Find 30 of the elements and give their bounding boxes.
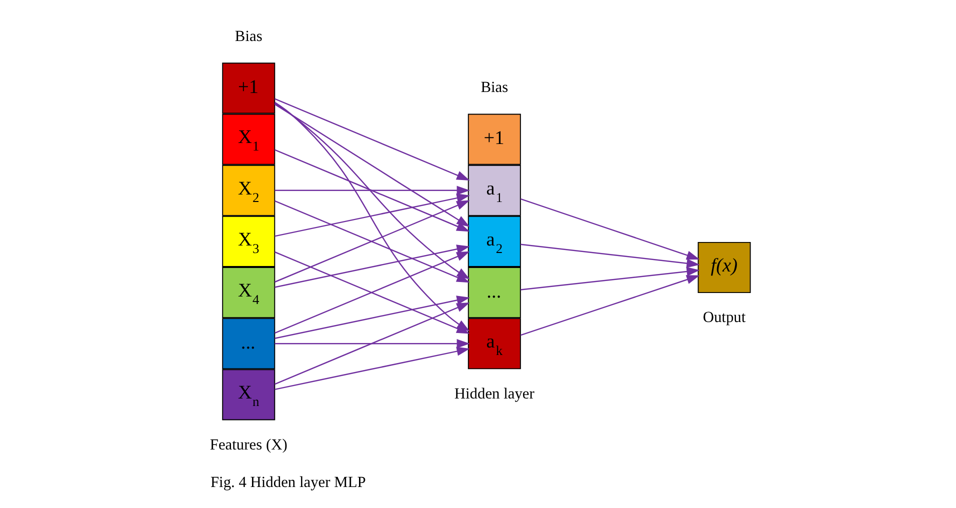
node-box: f(x): [697, 242, 750, 294]
arrow: [520, 244, 700, 268]
node-box: X$_{n}$: [222, 369, 275, 420]
node-label: Bias: [480, 78, 508, 96]
arrow: [520, 266, 700, 290]
node-box: a$_{1}$: [467, 164, 520, 216]
arrow: [274, 186, 470, 195]
node-box: X$_{2}$: [222, 164, 275, 216]
node-box: X$_{4}$: [222, 267, 275, 318]
label: Hidden layer: [454, 385, 534, 402]
node-box: ...: [467, 267, 520, 318]
arrow: [274, 346, 470, 390]
node-box: a$_{2}$: [467, 216, 520, 268]
node-box: ...: [222, 318, 275, 370]
arrow: [274, 149, 470, 232]
arrow: [520, 198, 700, 260]
label: Features (X): [209, 436, 287, 454]
node-box: +1: [222, 62, 275, 114]
arrow: [274, 104, 470, 227]
node-label: Bias: [234, 28, 262, 45]
node-box: +1: [467, 114, 520, 165]
node-box: X$_{3}$: [222, 216, 275, 268]
arrow: [274, 194, 470, 237]
node-box: a$_{k}$: [467, 318, 520, 370]
arrow: [520, 275, 700, 336]
caption: Fig. 4 Hidden layer MLP: [210, 474, 366, 492]
node-box: X$_{1}$: [222, 114, 275, 165]
arrow: [274, 339, 470, 348]
arrow: [274, 98, 470, 180]
node-label: Output: [702, 309, 746, 326]
